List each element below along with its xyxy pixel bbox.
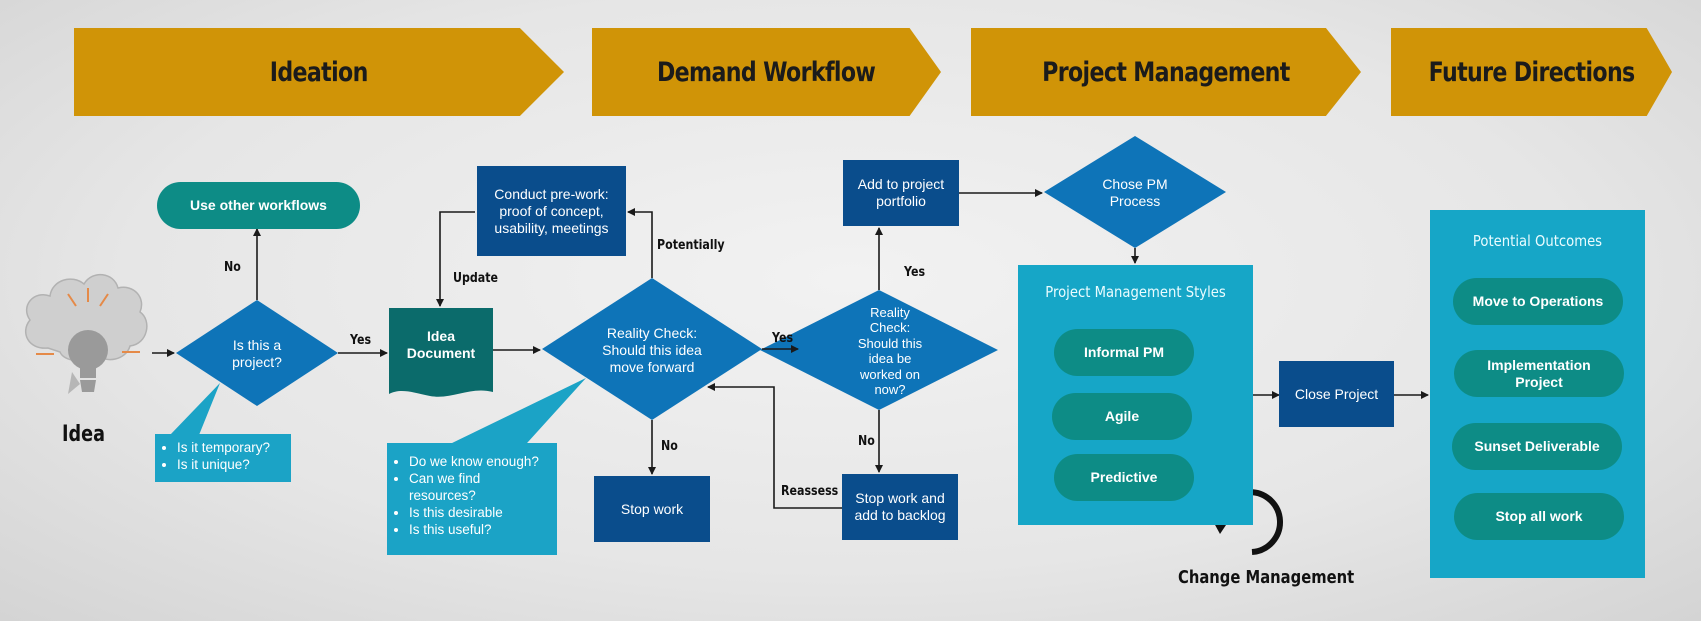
style-predictive[interactable]: Predictive xyxy=(1054,454,1194,501)
edge-label-no: No xyxy=(858,434,875,449)
idea-document-shape[interactable] xyxy=(389,308,493,397)
outcomes-title: Potential Outcomes xyxy=(1472,232,1603,250)
pm-styles-panel: Project Management Styles Informal PM Ag… xyxy=(1018,265,1253,525)
edge-potentially xyxy=(627,208,653,278)
phase-demand-workflow: Demand Workflow xyxy=(592,28,941,116)
is-project-diamond[interactable] xyxy=(176,300,338,406)
callout-item: Is this desirable xyxy=(409,504,549,521)
outcome-sunset-deliverable[interactable]: Sunset Deliverable xyxy=(1452,423,1622,470)
idea-label: Idea xyxy=(62,422,105,447)
callout-item: Is this useful? xyxy=(409,521,549,538)
idea-document-label: Idea Document xyxy=(406,328,476,361)
edge-label-yes: Yes xyxy=(904,265,926,280)
conduct-prework[interactable]: Conduct pre-work: proof of concept, usab… xyxy=(477,166,626,256)
chose-pm-diamond[interactable] xyxy=(1044,136,1226,248)
callout-item: Is it unique? xyxy=(177,456,283,473)
callout-item: Do we know enough? xyxy=(409,453,549,470)
project-questions-callout: Is it temporary? Is it unique? xyxy=(155,434,291,482)
chose-pm-label: Chose PM Process xyxy=(1102,176,1168,209)
style-agile[interactable]: Agile xyxy=(1052,393,1192,440)
change-management-label: Change Management xyxy=(1178,567,1355,588)
edge-update xyxy=(436,211,475,307)
edge-label-yes: Yes xyxy=(772,331,794,346)
callout-item: Can we find resources? xyxy=(409,470,549,504)
phase-project-management: Project Management xyxy=(971,28,1361,116)
stop-work[interactable]: Stop work xyxy=(594,476,710,542)
outcomes-panel: Potential Outcomes Move to Operations Im… xyxy=(1430,210,1645,578)
close-project[interactable]: Close Project xyxy=(1279,361,1394,427)
reality-check-2-label: Reality Check: Should this idea be worke… xyxy=(857,305,923,398)
phase-future-directions: Future Directions xyxy=(1391,28,1672,116)
idea-cloud-icon xyxy=(25,274,148,394)
outcome-move-to-operations[interactable]: Move to Operations xyxy=(1453,278,1623,325)
edge-label-reassess: Reassess xyxy=(781,484,839,499)
phase-ideation: Ideation xyxy=(74,28,564,116)
is-project-label: Is this a project? xyxy=(232,337,282,370)
edge-label-no: No xyxy=(661,439,678,454)
use-other-workflows[interactable]: Use other workflows xyxy=(157,182,360,229)
edge-label-no: No xyxy=(224,260,241,275)
style-informal-pm[interactable]: Informal PM xyxy=(1054,329,1194,376)
pm-styles-title: Project Management Styles xyxy=(1045,283,1226,301)
edge-reassess xyxy=(707,383,842,509)
outcome-stop-all-work[interactable]: Stop all work xyxy=(1454,493,1624,540)
reality-check-1-label: Reality Check: Should this idea move for… xyxy=(602,324,702,375)
outcome-implementation-project[interactable]: Implementation Project xyxy=(1454,350,1624,397)
add-to-portfolio[interactable]: Add to project portfolio xyxy=(843,160,959,226)
reality-check-2-diamond[interactable] xyxy=(760,290,998,410)
edge-label-update: Update xyxy=(453,271,499,286)
edge-label-potentially: Potentially xyxy=(657,238,725,253)
callout-item: Is it temporary? xyxy=(177,439,283,456)
stop-and-backlog[interactable]: Stop work and add to backlog xyxy=(842,474,958,540)
reality-questions-callout: Do we know enough? Can we find resources… xyxy=(387,443,557,555)
edge-label-yes: Yes xyxy=(350,333,372,348)
